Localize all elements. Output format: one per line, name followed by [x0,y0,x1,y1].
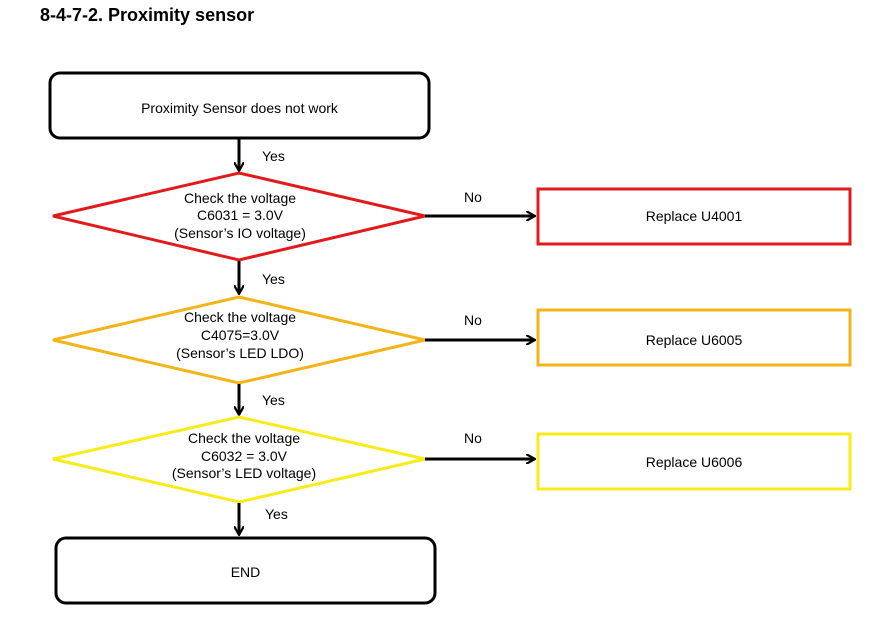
check-diamond-2 [52,295,426,385]
no-label-1: No [464,189,482,205]
action-box-3 [536,432,852,491]
check-diamond-1 [52,171,426,262]
check-1-line-2: C6031 = 3.0V [197,207,284,223]
action-box-1 [536,187,852,246]
action-box-2-label: Replace U6005 [646,332,743,348]
check-diamond-3 [52,415,426,504]
page-title: 8-4-7-2. Proximity sensor [40,5,255,25]
check-2-line-2: C4075=3.0V [201,327,280,343]
yes-label-3: Yes [262,392,285,408]
check-3-line-2: C6032 = 3.0V [201,448,288,464]
check-2-line-1: Check the voltage [184,309,296,325]
end-box [54,536,437,605]
start-box-label: Proximity Sensor does not work [141,100,339,116]
start-box [48,71,431,140]
action-box-1-label: Replace U4001 [646,208,743,224]
no-label-3: No [464,430,482,446]
action-box-2 [536,308,852,367]
check-2-line-3: (Sensor’s LED LDO) [176,345,304,361]
check-3-line-3: (Sensor’s LED voltage) [172,465,316,481]
check-1-line-3: (Sensor’s IO voltage) [174,225,306,241]
yes-label-end: Yes [265,506,288,522]
check-3-line-1: Check the voltage [188,430,300,446]
end-box-label: END [231,564,261,580]
no-label-2: No [464,312,482,328]
action-box-3-label: Replace U6006 [646,454,743,470]
yes-label-1: Yes [262,148,285,164]
check-1-line-1: Check the voltage [184,190,296,206]
yes-label-2: Yes [262,271,285,287]
